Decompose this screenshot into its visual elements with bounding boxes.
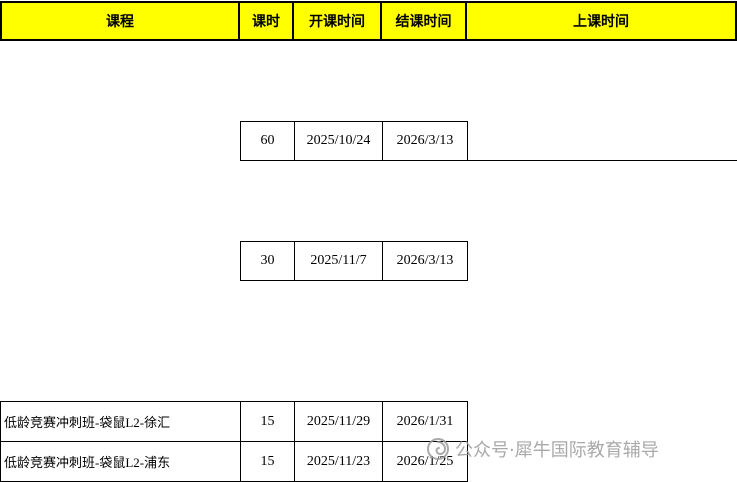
cell-hours: 15	[240, 401, 295, 442]
table-header-row: 课程 课时 开课时间 结课时间 上课时间	[0, 1, 737, 41]
cell-start-date: 2025/11/7	[294, 241, 383, 281]
watermark-text: 公众号·犀牛国际教育辅导	[455, 440, 659, 461]
cell-course: 低龄竞赛冲刺班-袋鼠L2-浦东	[0, 441, 241, 482]
cell-hours: 15	[240, 441, 295, 482]
cell-end-date: 2026/3/13	[382, 241, 468, 281]
header-start-date: 开课时间	[294, 3, 382, 39]
cell-end-date: 2026/1/25	[382, 441, 468, 482]
cell-end-date: 2026/1/31	[382, 401, 468, 442]
header-hours: 课时	[240, 3, 294, 39]
header-class-time: 上课时间	[573, 15, 629, 30]
cell-start-date: 2025/10/24	[294, 121, 383, 161]
cell-course: 低龄竞赛冲刺班-袋鼠L2-徐汇	[0, 401, 241, 442]
cell-hours: 60	[240, 121, 295, 161]
cell-start-date: 2025/11/29	[294, 401, 383, 442]
cell-end-date: 2026/3/13	[382, 121, 468, 161]
cell-hours: 30	[240, 241, 295, 281]
row1-classtime-bottom-border	[467, 160, 737, 161]
cell-start-date: 2025/11/23	[294, 441, 383, 482]
header-end-date: 结课时间	[382, 3, 467, 39]
header-course: 课程	[2, 3, 240, 39]
